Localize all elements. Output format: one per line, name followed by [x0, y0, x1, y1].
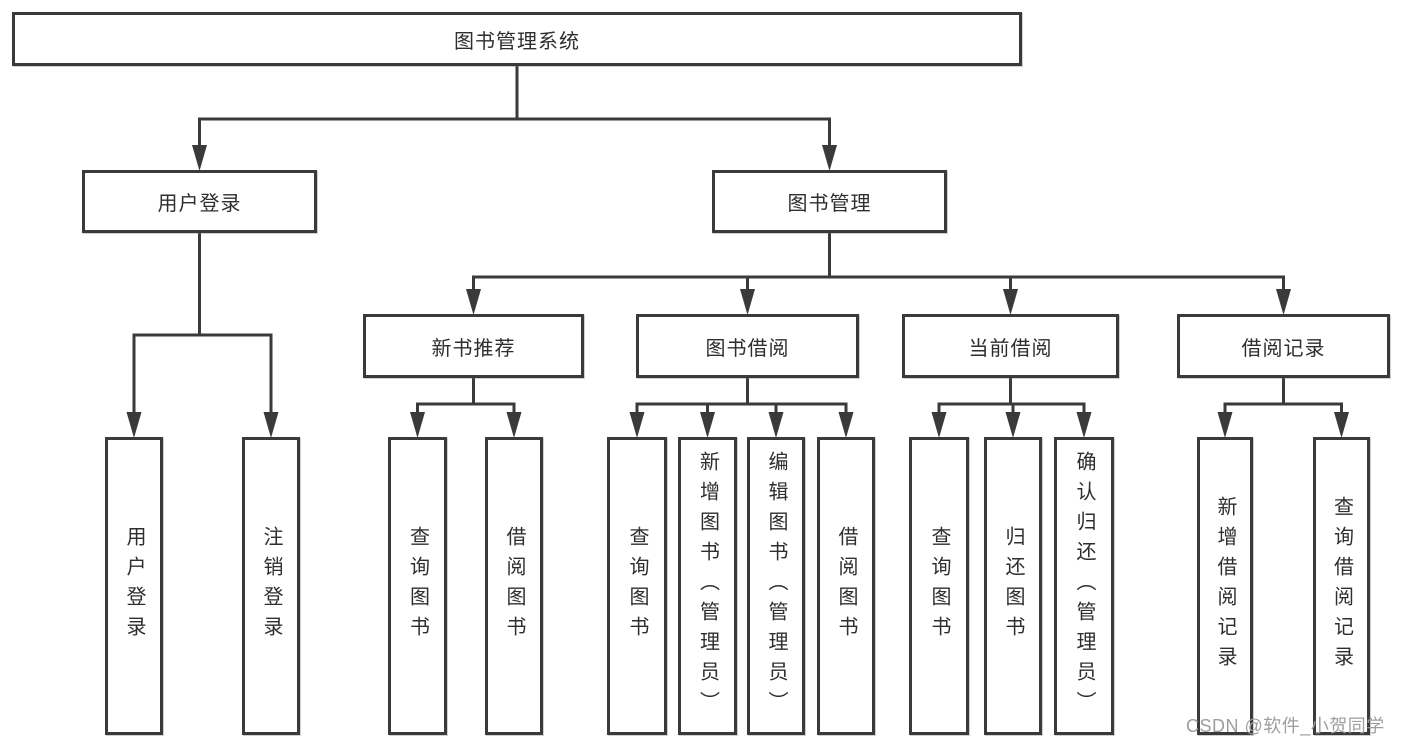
node-label-user-login: 用户登录	[157, 193, 242, 215]
arrowhead-icon	[1005, 412, 1021, 438]
node-new-book-rec: 新书推荐	[363, 314, 584, 378]
arrowhead-icon	[740, 289, 755, 315]
node-label-v-borrow-book-1: 借阅图书	[503, 526, 525, 646]
arrowhead-icon	[931, 412, 947, 438]
arrowhead-icon	[506, 412, 522, 438]
node-label-v-borrow-book-2: 借阅图书	[835, 526, 857, 646]
node-v-confirm-return: 确认归还（管理员）	[1054, 437, 1114, 735]
arrowhead-icon	[466, 289, 481, 315]
node-v-user-login: 用户登录	[105, 437, 163, 735]
node-label-v-query-book-3: 查询图书	[928, 526, 950, 646]
arrowhead-icon	[410, 412, 425, 438]
arrowhead-icon	[838, 412, 854, 438]
arrowhead-icon	[700, 412, 715, 438]
node-label-v-confirm-return: 确认归还（管理员）	[1073, 451, 1095, 721]
node-label-current-borrow: 当前借阅	[968, 337, 1053, 360]
arrowhead-icon	[126, 412, 142, 438]
node-label-v-add-borrow-record: 新增借阅记录	[1214, 496, 1236, 676]
node-book-borrow: 图书借阅	[636, 314, 859, 378]
node-v-add-book: 新增图书（管理员）	[678, 437, 737, 735]
arrowhead-icon	[822, 145, 837, 171]
arrowhead-icon	[192, 145, 207, 171]
node-label-book-borrow: 图书借阅	[705, 337, 790, 360]
node-label-v-edit-book: 编辑图书（管理员）	[765, 451, 787, 721]
node-label-borrow-records: 借阅记录	[1241, 337, 1326, 360]
arrowhead-icon	[263, 412, 279, 438]
arrowhead-icon	[1003, 289, 1018, 315]
node-label-v-query-book-1: 查询图书	[406, 526, 429, 646]
node-user-login: 用户登录	[82, 170, 317, 233]
arrowhead-icon	[1217, 412, 1233, 438]
node-v-logout: 注销登录	[242, 437, 300, 735]
node-label-v-user-login: 用户登录	[123, 526, 145, 646]
node-label-v-return-book: 归还图书	[1002, 526, 1024, 646]
node-label-v-logout: 注销登录	[260, 526, 282, 646]
arrowhead-icon	[1276, 289, 1291, 315]
node-v-edit-book: 编辑图书（管理员）	[747, 437, 805, 735]
node-label-root: 图书管理系统	[454, 30, 580, 53]
node-v-borrow-book-2: 借阅图书	[817, 437, 875, 735]
node-root: 图书管理系统	[12, 12, 1022, 66]
node-v-query-book-3: 查询图书	[909, 437, 969, 735]
node-label-v-query-borrow-record: 查询借阅记录	[1330, 496, 1353, 676]
node-current-borrow: 当前借阅	[902, 314, 1119, 378]
node-label-v-add-book: 新增图书（管理员）	[696, 451, 719, 721]
watermark-text: CSDN @软件_小贺同学	[1186, 716, 1385, 736]
node-v-borrow-book-1: 借阅图书	[485, 437, 543, 735]
node-v-return-book: 归还图书	[984, 437, 1042, 735]
node-label-v-query-book-2: 查询图书	[626, 526, 648, 646]
arrowhead-icon	[1334, 412, 1349, 438]
node-book-mgmt: 图书管理	[712, 170, 947, 233]
arrowhead-icon	[1076, 412, 1092, 438]
node-label-new-book-rec: 新书推荐	[431, 337, 516, 360]
arrowhead-icon	[768, 412, 784, 438]
node-v-query-book-2: 查询图书	[607, 437, 667, 735]
node-label-book-mgmt: 图书管理	[787, 193, 872, 215]
node-v-add-borrow-record: 新增借阅记录	[1197, 437, 1253, 735]
arrowhead-icon	[629, 412, 645, 438]
node-borrow-records: 借阅记录	[1177, 314, 1390, 378]
node-v-query-borrow-record: 查询借阅记录	[1313, 437, 1370, 735]
node-v-query-book-1: 查询图书	[388, 437, 447, 735]
